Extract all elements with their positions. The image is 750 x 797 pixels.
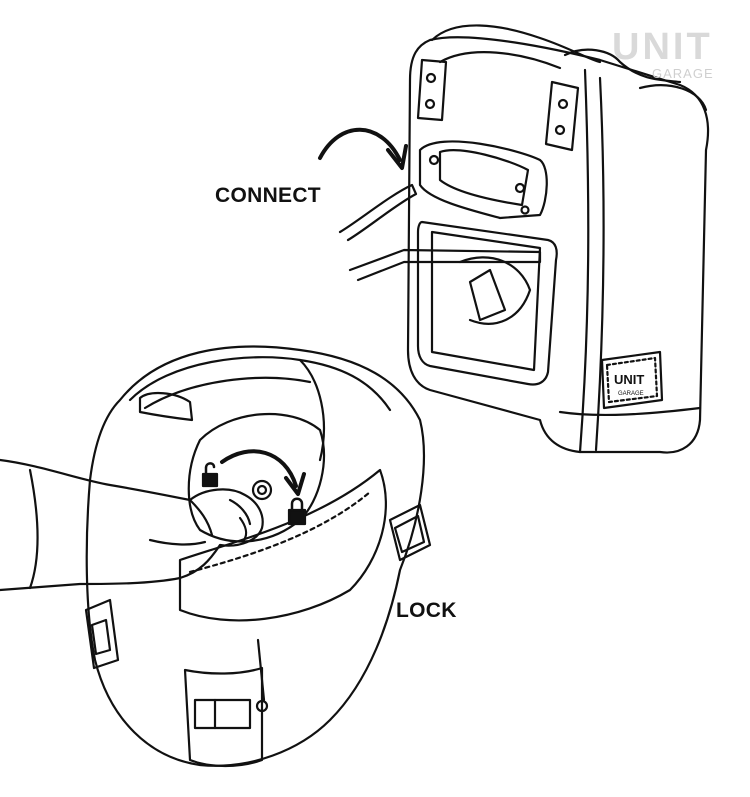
- side-bag-top-view: [84, 345, 432, 768]
- connect-arrow: [318, 127, 408, 170]
- unlocked-padlock-icon: [201, 462, 219, 488]
- hand-turning-key: [0, 458, 264, 592]
- svg-text:GARAGE: GARAGE: [618, 391, 644, 397]
- lock-arrow: [220, 449, 306, 496]
- locked-padlock-icon: [287, 497, 307, 526]
- lock-label: LOCK: [396, 599, 457, 622]
- side-bag-rear-view: UNIT GARAGE: [338, 24, 710, 454]
- connect-label: CONNECT: [215, 184, 321, 207]
- unit-garage-logo-word: UNIT: [612, 26, 713, 68]
- svg-text:UNIT: UNIT: [614, 372, 644, 387]
- unit-garage-logo-sub: GARAGE: [652, 66, 714, 81]
